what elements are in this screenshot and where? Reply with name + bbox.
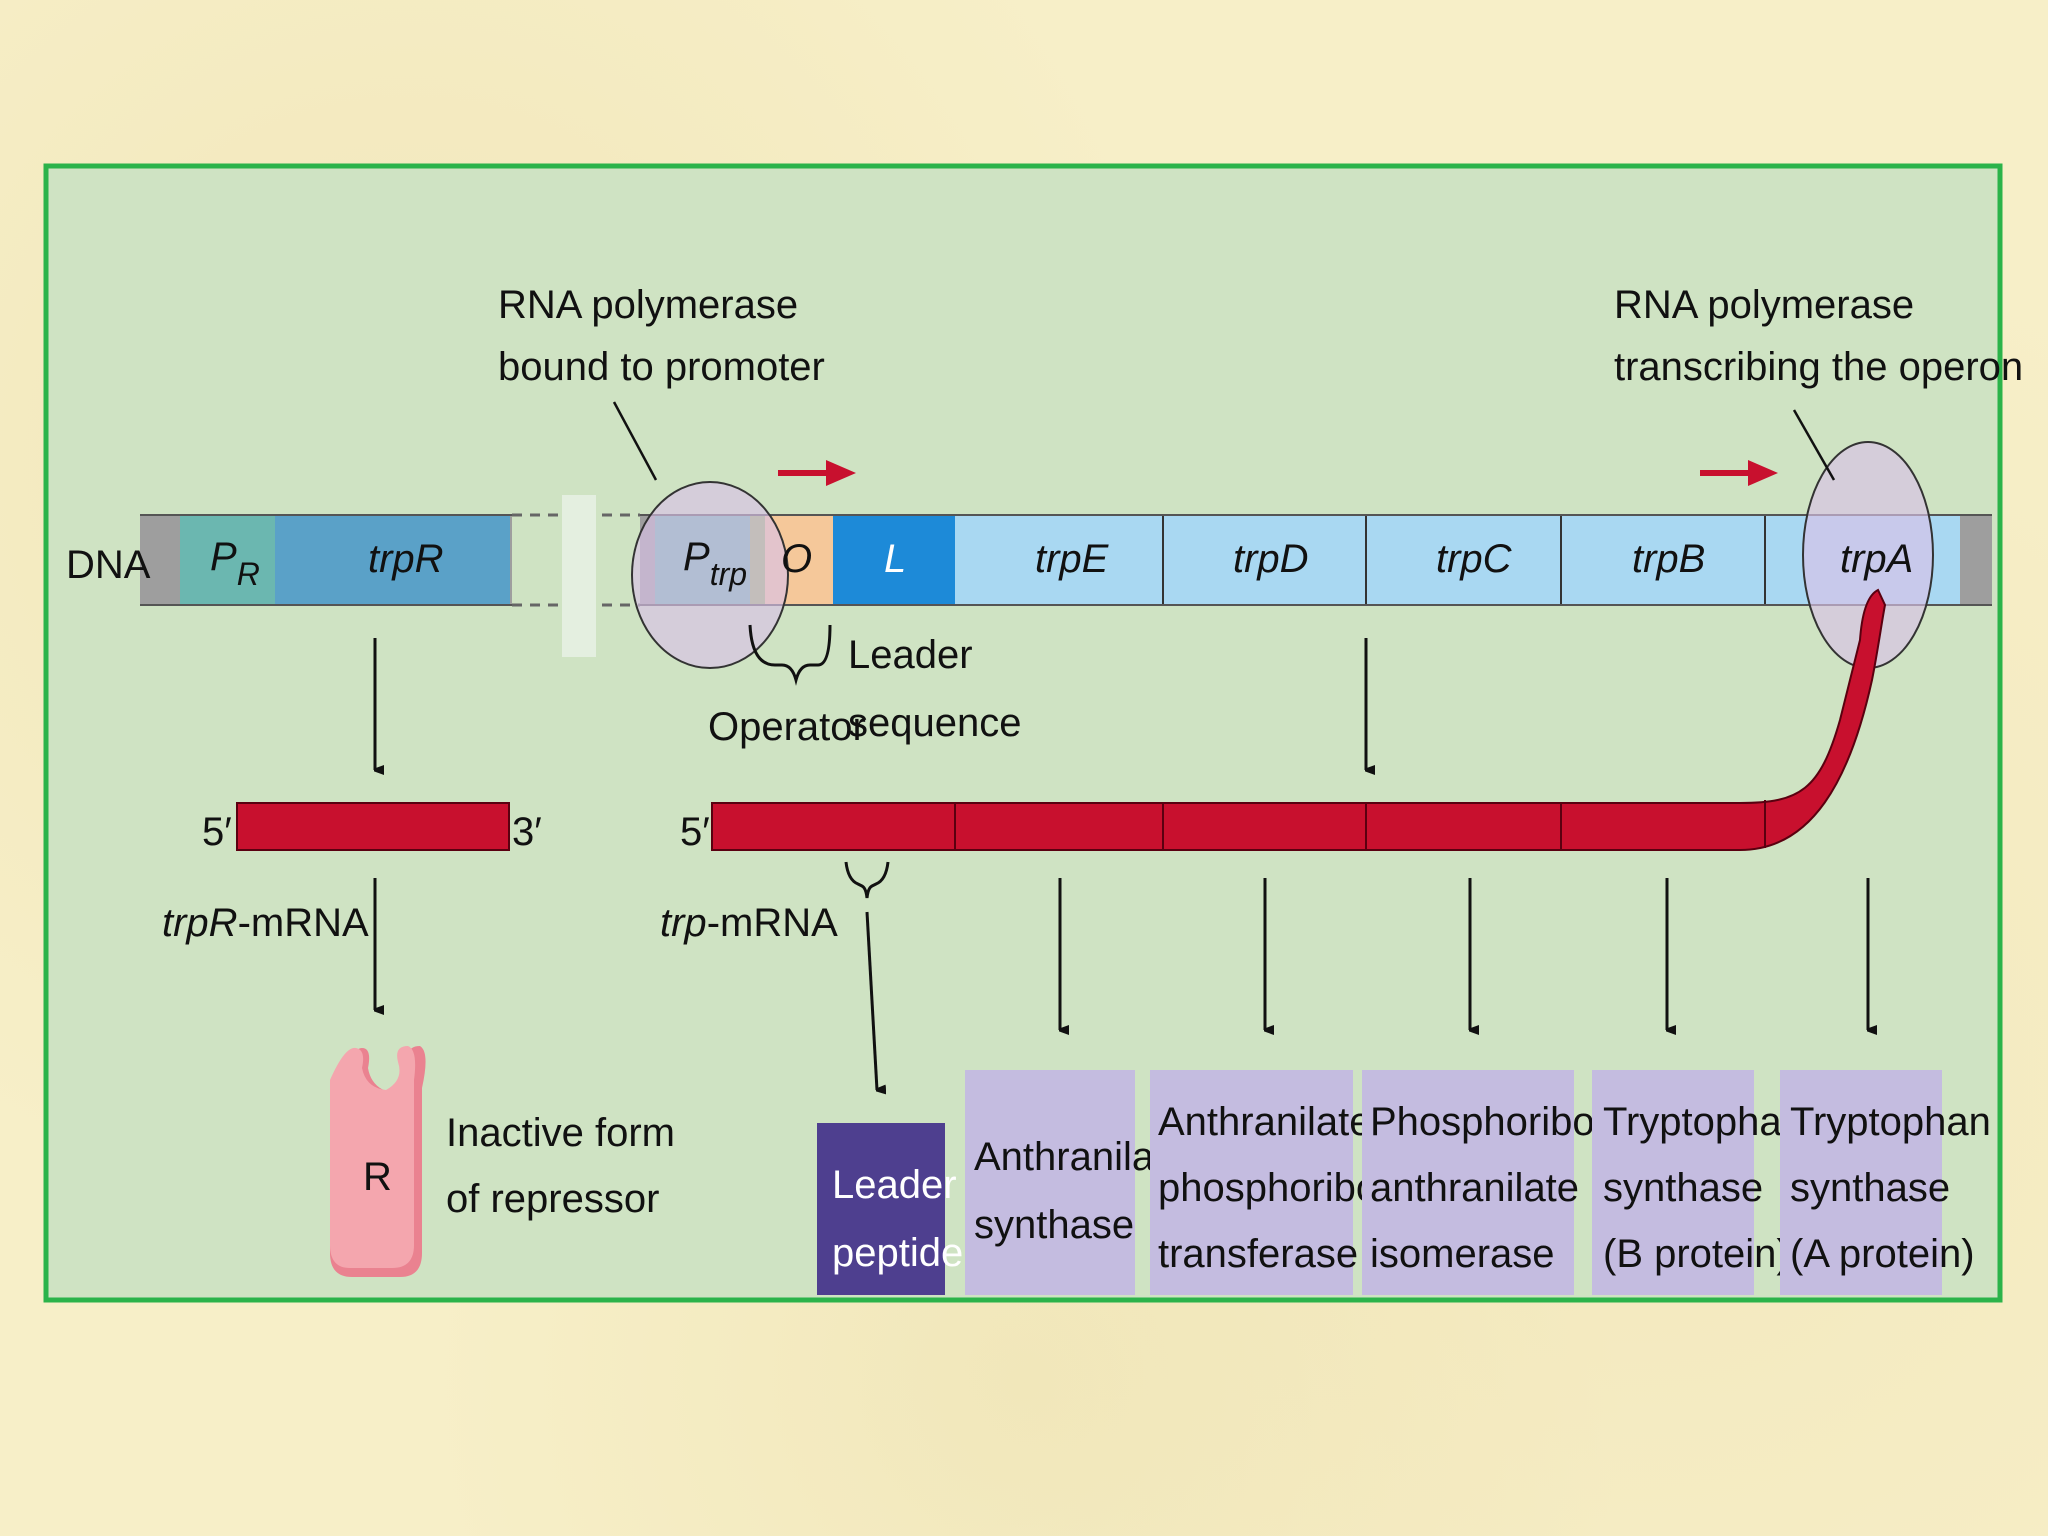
rnap-transcribing-pointer	[1792, 409, 1836, 481]
segment-label-leader: L	[884, 537, 906, 581]
svg-text:Leader peptide: Leader peptide	[832, 1163, 968, 1275]
repressor-description: Inactive form of repressor	[446, 1111, 686, 1221]
protein-tryptophan-synthase-a: Tryptophan synthase (A protein)	[1780, 1070, 2002, 1295]
segment-label-operator: O	[781, 537, 812, 581]
transcription-direction-arrow-2	[1700, 460, 1778, 486]
protein-leader-peptide: Leader peptide	[817, 1123, 968, 1295]
rnap-transcribing-callout: RNA polymerase transcribing the operon	[1614, 283, 2023, 389]
segment-label-trpA: trpA	[1840, 537, 1913, 581]
repressor-shape: R	[330, 1046, 426, 1277]
segment-label-trpB: trpB	[1632, 537, 1705, 581]
dna-segment-structural-genes	[955, 515, 1960, 605]
segment-label-pr: PR	[210, 535, 260, 592]
protein-tryptophan-synthase-b: Tryptophan synthase (B protein)	[1592, 1070, 1815, 1295]
trp-mrna-bar	[711, 588, 1887, 851]
svg-text:Tryptophan synthase: Tryptophan synthase (A protein)	[1790, 1100, 2002, 1276]
rnap-promoter-pointer	[612, 401, 658, 481]
trpR-mrna-bar	[236, 802, 510, 851]
dna-segment-pr	[180, 515, 275, 605]
dna-label: DNA	[66, 543, 151, 587]
svg-text:Anthranilate synthase: Anthranilate synthase	[974, 1135, 1199, 1247]
operator-label: Operator	[708, 705, 866, 749]
rna-polymerase-promoter	[631, 481, 789, 669]
trp-mrna-dividers	[954, 800, 1766, 850]
operator-leader-brace	[748, 624, 832, 686]
trp-mrna-5prime: 5′	[680, 810, 710, 854]
dna-segment-trpR	[275, 515, 510, 605]
trpR-mrna-label: trpR-mRNA	[162, 901, 369, 945]
segment-label-trpR: trpR	[368, 537, 444, 581]
dna-strand	[140, 495, 1992, 657]
dna-segment-leader	[833, 515, 955, 605]
leader-peptide-brace	[844, 861, 890, 899]
svg-text:Tryptophan synthase: Tryptophan synthase (B protein)	[1603, 1100, 1815, 1276]
segment-label-trpC: trpC	[1436, 537, 1513, 581]
segment-label-ptrp: Ptrp	[683, 535, 747, 592]
trpR-mrna-5prime: 5′	[202, 810, 232, 854]
protein-phosphoribosyl-anthranilate-isomerase: Phosphoribosyl- anthranilate isomerase	[1362, 1070, 1657, 1295]
trpR-mrna-3prime: 3′	[512, 810, 542, 854]
repressor-letter: R	[363, 1155, 392, 1199]
leader-sequence-label: Leader sequence	[848, 633, 1021, 745]
segment-label-trpD: trpD	[1233, 537, 1309, 581]
segment-label-trpE: trpE	[1035, 537, 1110, 581]
strand-break-marker	[562, 495, 596, 657]
flow-arrows	[373, 638, 1868, 1090]
transcription-direction-arrow-1	[778, 460, 856, 486]
trp-mrna-label: trp-mRNA	[660, 901, 838, 945]
rnap-promoter-callout: RNA polymerase bound to promoter	[498, 283, 825, 389]
protein-anthranilate-synthase: Anthranilate synthase	[965, 1070, 1199, 1295]
